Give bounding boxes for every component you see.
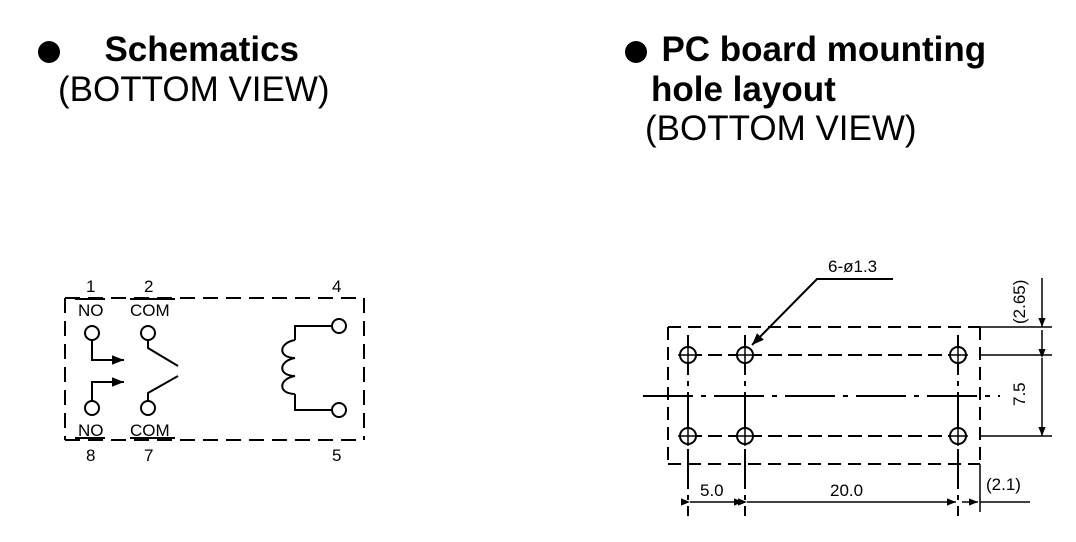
bullet-icon: [625, 40, 647, 63]
label-com-top: COM: [130, 301, 170, 320]
dim-right-offset: (2.1): [986, 475, 1021, 494]
pcb-subtitle: (BOTTOM VIEW): [645, 108, 917, 148]
callout-leader: [751, 278, 893, 346]
schematic-heading: Schematics (BOTTOM VIEW): [38, 32, 330, 107]
pcb-title-line1: PC board mounting: [661, 30, 987, 69]
terminal-8: [84, 400, 100, 416]
pin-8: 8: [86, 446, 95, 465]
dim-left-spacing: 5.0: [700, 481, 724, 500]
terminal-1: [84, 325, 100, 341]
terminal-2: [140, 325, 156, 341]
terminal-5: [331, 402, 347, 418]
pcb-labels: 6-ø1.3 (2.65) 7.5 5.0 20.0 (2.1): [700, 257, 1029, 500]
terminal-7: [140, 400, 156, 416]
label-com-bottom: COM: [130, 421, 170, 440]
schematic-title: Schematics: [104, 30, 300, 69]
schematic-labels: 1 2 4 NO COM NO COM 8 7 5: [78, 277, 341, 465]
dim-top-offset: (2.65): [1010, 280, 1029, 324]
pin-7: 7: [144, 446, 153, 465]
dim-row-spacing: 7.5: [1010, 382, 1029, 406]
pcb-title-line2: hole layout: [651, 69, 836, 109]
schematic-subtitle: (BOTTOM VIEW): [58, 69, 330, 109]
pin-2: 2: [144, 277, 153, 296]
label-no-bottom: NO: [78, 421, 104, 440]
terminal-4: [331, 318, 347, 334]
pin-5: 5: [332, 446, 341, 465]
hole-callout: 6-ø1.3: [828, 257, 877, 276]
bullet-icon: [38, 40, 60, 63]
schematic-outline: [64, 297, 365, 441]
label-no-top: NO: [78, 301, 104, 320]
pcb-heading: PC board mounting hole layout (BOTTOM VI…: [625, 32, 986, 146]
schematic-diagram: [64, 297, 365, 441]
coil-icon: [281, 325, 332, 411]
pcb-diagram: [643, 278, 1052, 516]
dim-main-spacing: 20.0: [830, 481, 863, 500]
pin-4: 4: [332, 277, 341, 296]
pin-1: 1: [86, 277, 95, 296]
